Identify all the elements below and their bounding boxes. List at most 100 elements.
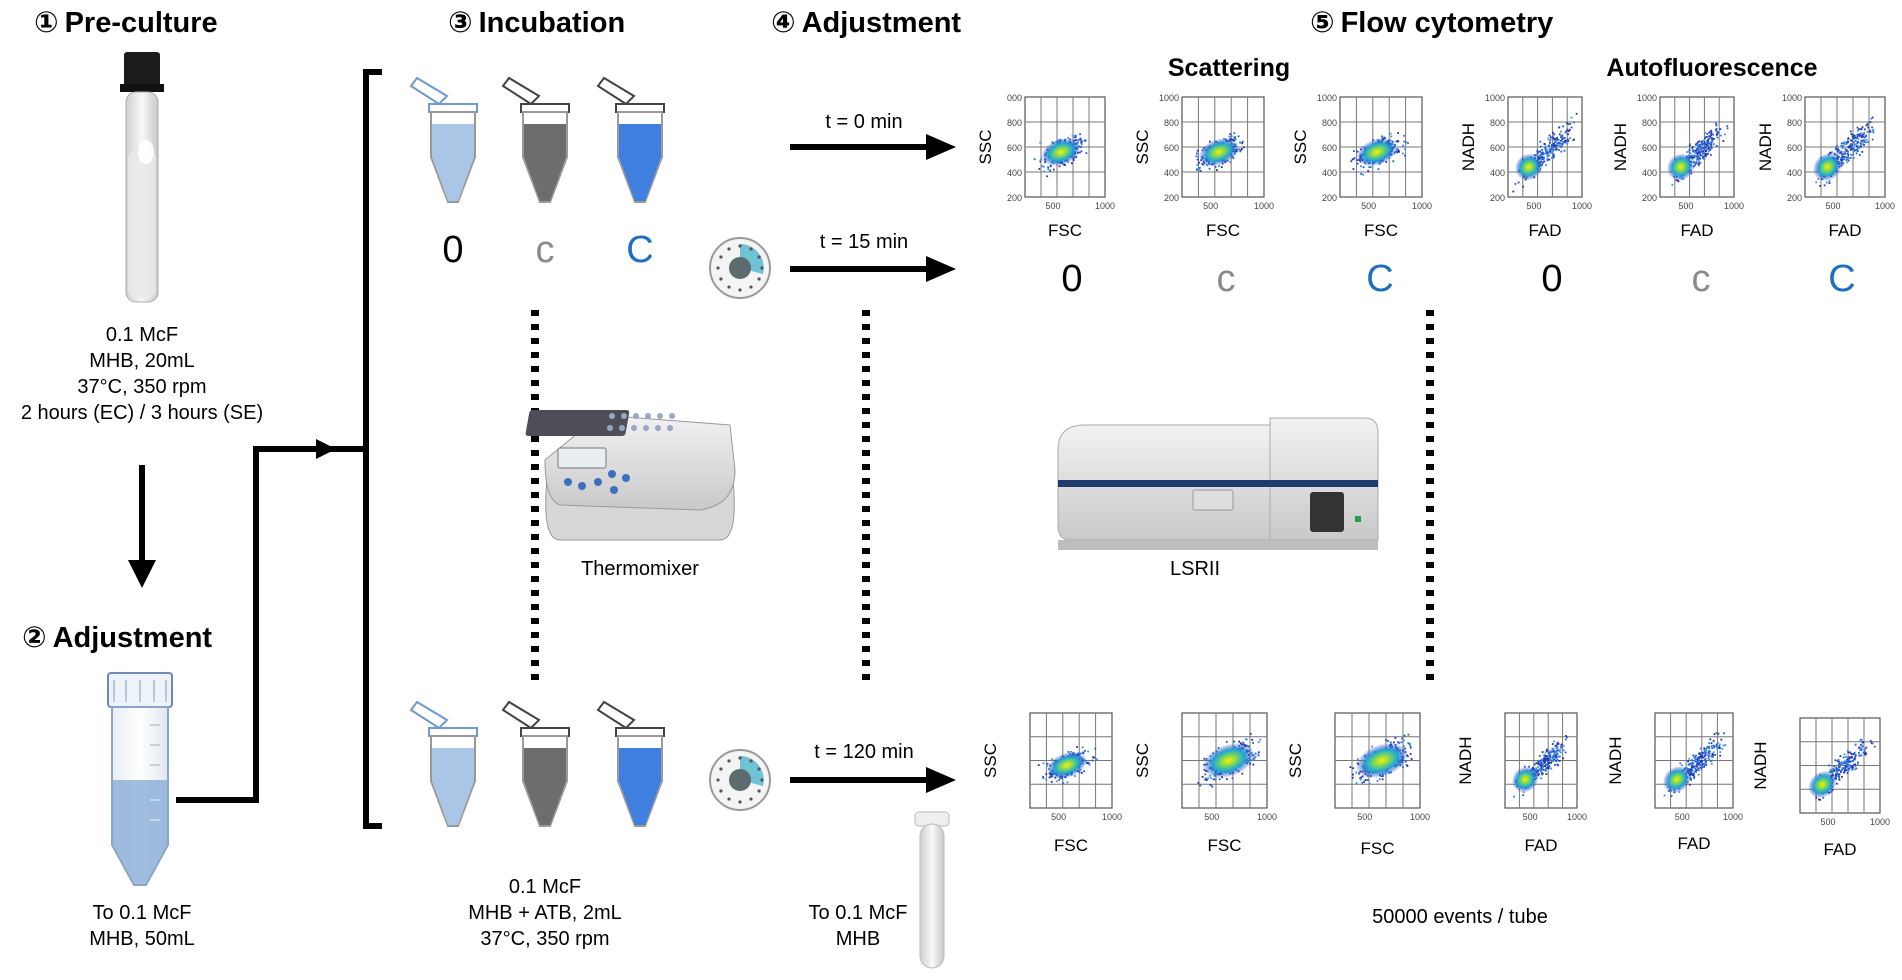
eppendorf-tubes-bottom xyxy=(409,700,665,827)
axis-label-x: FSC xyxy=(1054,836,1088,855)
thermomixer-image xyxy=(525,410,736,541)
svg-text:1000: 1000 xyxy=(1567,812,1587,822)
eppendorf-tube xyxy=(501,700,570,827)
svg-text:400: 400 xyxy=(1642,168,1657,178)
incubation-line-3: 37°C, 350 rpm xyxy=(480,928,609,950)
svg-text:1000: 1000 xyxy=(1572,201,1592,211)
svg-text:1000: 1000 xyxy=(1254,201,1274,211)
flow-condition-auto-c-low: c xyxy=(1692,258,1711,300)
axis-label-y: SSC xyxy=(981,743,1000,778)
axis-label-x: FAD xyxy=(1528,221,1561,240)
axis-label-x: FAD xyxy=(1680,221,1713,240)
svg-text:500: 500 xyxy=(1204,812,1219,822)
svg-text:500: 500 xyxy=(1361,201,1376,211)
svg-text:1000: 1000 xyxy=(1257,812,1277,822)
svg-text:800: 800 xyxy=(1322,118,1337,128)
svg-text:400: 400 xyxy=(1490,168,1505,178)
svg-text:500: 500 xyxy=(1051,812,1066,822)
step-title: Adjustment xyxy=(53,622,213,654)
svg-text:500: 500 xyxy=(1526,201,1541,211)
svg-text:500: 500 xyxy=(1357,812,1372,822)
incubation-line-2: MHB + ATB, 2mL xyxy=(468,902,622,924)
svg-text:1000: 1000 xyxy=(1782,93,1802,103)
svg-text:800: 800 xyxy=(1164,118,1179,128)
condition-label-zero: 0 xyxy=(442,229,463,271)
svg-text:500: 500 xyxy=(1820,817,1835,827)
eppendorf-tube xyxy=(596,76,665,203)
timer-icon xyxy=(709,237,771,299)
svg-text:400: 400 xyxy=(1787,168,1802,178)
svg-text:1000: 1000 xyxy=(1485,93,1505,103)
eppendorf-tubes-top xyxy=(409,76,665,203)
axis-label-y: NADH xyxy=(1756,123,1775,171)
eppendorf-tube xyxy=(409,700,478,827)
preculture-line-4: 2 hours (EC) / 3 hours (SE) xyxy=(21,402,263,424)
svg-text:500: 500 xyxy=(1678,201,1693,211)
eppendorf-tube xyxy=(596,700,665,827)
step-title: Pre-culture xyxy=(65,7,218,39)
step-title: Flow cytometry xyxy=(1341,7,1554,39)
svg-text:600: 600 xyxy=(1490,143,1505,153)
svg-text:200: 200 xyxy=(1322,193,1337,203)
falcon-tube-image xyxy=(107,672,173,886)
svg-text:1000: 1000 xyxy=(1410,812,1430,822)
axis-label-x: FSC xyxy=(1048,221,1082,240)
lsr-label: LSRII xyxy=(1170,558,1220,580)
timer-icon xyxy=(709,749,771,811)
adjust2-line-1: To 0.1 McF xyxy=(809,902,908,924)
svg-text:600: 600 xyxy=(1642,143,1657,153)
timer-icons xyxy=(709,237,771,811)
axis-label-x: FAD xyxy=(1677,834,1710,853)
preculture-line-1: 0.1 McF xyxy=(106,324,178,346)
svg-text:1000: 1000 xyxy=(1159,93,1179,103)
step-number: ⑤ xyxy=(1310,7,1335,39)
svg-text:500: 500 xyxy=(1203,201,1218,211)
lsr-cytometer-image xyxy=(1057,417,1379,550)
svg-text:600: 600 xyxy=(1322,143,1337,153)
axis-label-x: FAD xyxy=(1828,221,1861,240)
axis-label-y: SSC xyxy=(1133,130,1152,165)
svg-text:1000: 1000 xyxy=(1875,201,1895,211)
svg-text:800: 800 xyxy=(1642,118,1657,128)
svg-text:1000: 1000 xyxy=(1317,93,1337,103)
svg-text:1000: 1000 xyxy=(1723,812,1743,822)
svg-text:500: 500 xyxy=(1825,201,1840,211)
axis-label-y: NADH xyxy=(1606,736,1625,784)
svg-text:000: 000 xyxy=(1007,93,1022,103)
axis-label-y: SSC xyxy=(1291,130,1310,165)
axis-label-x: FAD xyxy=(1823,840,1856,859)
axis-label-x: FSC xyxy=(1206,221,1240,240)
adjust2-line-2: MHB xyxy=(836,928,880,950)
connector-line xyxy=(176,446,330,803)
preculture-line-3: 37°C, 350 rpm xyxy=(77,376,206,398)
axis-label-y: NADH xyxy=(1456,736,1475,784)
svg-text:600: 600 xyxy=(1164,143,1179,153)
svg-text:800: 800 xyxy=(1787,118,1802,128)
facs-tube-image xyxy=(914,811,950,969)
preculture-line-2: MHB, 20mL xyxy=(89,350,195,372)
svg-text:1000: 1000 xyxy=(1412,201,1432,211)
time-arrow-120: t = 120 min xyxy=(790,741,956,793)
svg-text:400: 400 xyxy=(1007,168,1022,178)
time-label-0: t = 0 min xyxy=(825,111,902,133)
eppendorf-tube xyxy=(501,76,570,203)
svg-text:200: 200 xyxy=(1007,193,1022,203)
svg-text:800: 800 xyxy=(1490,118,1505,128)
